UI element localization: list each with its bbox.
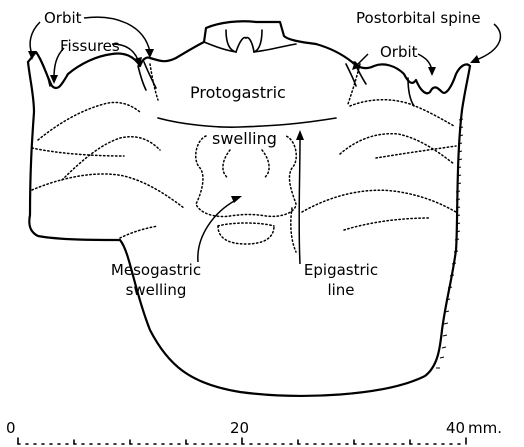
rostrum-groove-left — [226, 30, 236, 52]
mesogastric-label-line1: Mesogastric — [96, 262, 216, 279]
orbit-right-arrowhead-2 — [428, 67, 436, 76]
urogastric-lobe — [218, 226, 274, 244]
protogastric-label-line1: Protogastric — [190, 84, 286, 101]
right-groove-3 — [302, 190, 456, 212]
mesogastric-inner-right — [262, 150, 269, 178]
cardiac-groove — [218, 223, 274, 226]
orbit-left-arrow-2 — [30, 22, 40, 54]
rostrum-notch — [236, 38, 254, 52]
epigastric-label-line2: line — [286, 282, 396, 299]
right-lower-groove — [344, 218, 430, 230]
postorbital-spine-arrow — [476, 24, 500, 60]
orbit-right-label: Orbit — [380, 44, 418, 61]
fissures-label: Fissures — [60, 38, 120, 55]
rostrum-base — [204, 42, 296, 52]
rostrum-groove-right — [254, 30, 262, 52]
orbit-left-label: Orbit — [44, 10, 82, 27]
left-fissure-2 — [138, 66, 146, 90]
mesogastric-label-line2: swelling — [96, 282, 216, 299]
scale-tick-0: 0 — [6, 420, 16, 437]
left-groove-1 — [38, 102, 140, 140]
right-groove-1 — [350, 100, 454, 126]
right-branchial-groove — [376, 146, 456, 158]
protogastric-label-line2: swelling — [212, 130, 277, 147]
epigastric-arrowhead — [296, 130, 304, 140]
epigastric-label-line1: Epigastric — [286, 262, 396, 279]
scale-unit: mm. — [468, 420, 502, 437]
mesogastric-inner-left — [223, 150, 230, 178]
epigastric-arrow — [299, 138, 300, 264]
left-branchial-groove — [32, 148, 124, 156]
postorbital-spine-arrowhead — [470, 55, 480, 63]
rostrum-outline — [204, 21, 316, 44]
scale-tick-20: 20 — [230, 420, 249, 437]
mesogastric-outline — [196, 136, 297, 217]
epigastric-line — [291, 208, 296, 252]
carapace-outline — [28, 62, 470, 396]
left-vertical-groove — [150, 64, 158, 100]
scale-tick-40: 40 — [446, 420, 465, 437]
mesogastric-arrow — [198, 200, 236, 262]
postorbital-spine-label: Postorbital spine — [356, 10, 481, 27]
cervical-line — [158, 118, 336, 127]
left-groove-3 — [32, 174, 184, 208]
left-lower-groove — [120, 226, 158, 238]
scale-bar — [18, 438, 466, 444]
orbit-left-arrowhead-2 — [28, 51, 36, 60]
